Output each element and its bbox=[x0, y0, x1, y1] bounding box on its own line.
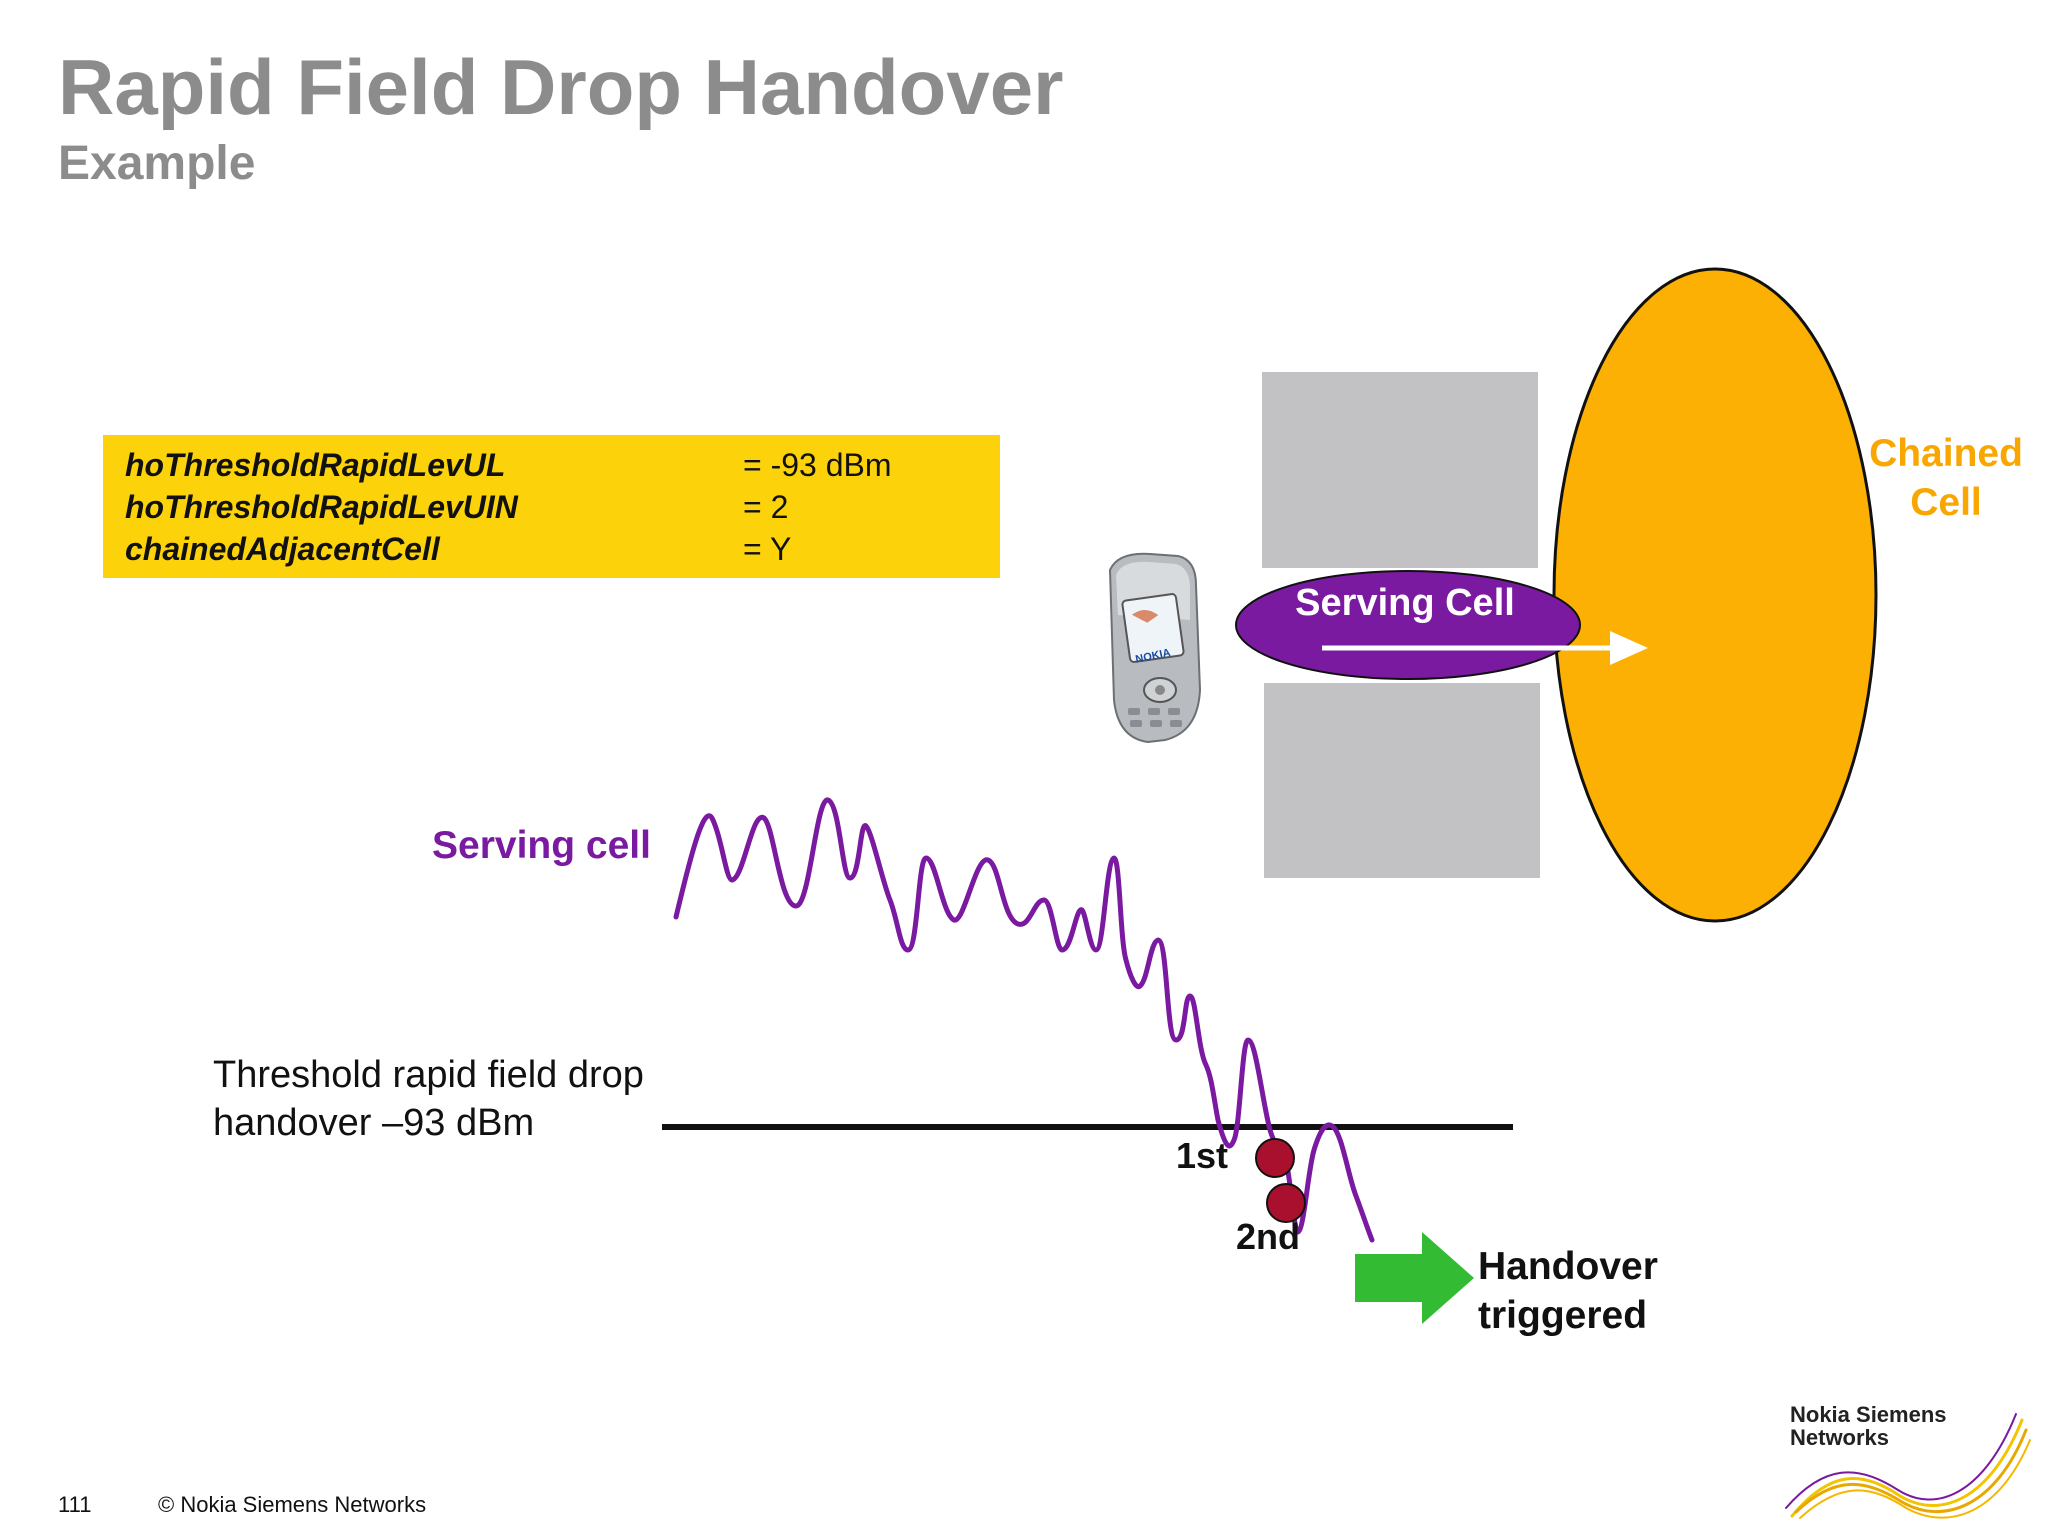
slide-subtitle: Example bbox=[58, 137, 256, 190]
chained-cell-label: Chained Cell bbox=[1848, 430, 2044, 528]
direction-arrow bbox=[1322, 631, 1648, 665]
serving-cell-ellipse bbox=[1235, 570, 1581, 680]
param-value: = 2 bbox=[743, 489, 789, 525]
copyright: © Nokia Siemens Networks bbox=[158, 1492, 427, 1517]
threshold-label-line: handover –93 dBm bbox=[213, 1101, 535, 1144]
slide-title: Rapid Field Drop Handover bbox=[58, 43, 1064, 131]
handover-label-line: Handover bbox=[1478, 1245, 1658, 1288]
serving-cell-ellipse-label: Serving Cell bbox=[1295, 582, 1515, 624]
param-name: chainedAdjacentCell bbox=[125, 531, 440, 567]
company-logo: Nokia Siemens Networks bbox=[1790, 1403, 1947, 1449]
second-sample-label: 2nd bbox=[1236, 1216, 1301, 1257]
param-value: = Y bbox=[743, 531, 792, 567]
serving-cell-signal-trace bbox=[673, 797, 1375, 1243]
page-number: 111 bbox=[58, 1492, 92, 1517]
param-name: hoThresholdRapidLevUIN bbox=[125, 489, 518, 525]
first-sample-marker bbox=[1255, 1138, 1295, 1178]
parameter-box: hoThresholdRapidLevUL = -93 dBm hoThresh… bbox=[103, 435, 1000, 578]
threshold-label: Threshold rapid field drop handover –93 … bbox=[213, 1052, 644, 1147]
chained-cell-label-line: Chained bbox=[1869, 432, 2023, 475]
handover-triggered-label: Handover triggered bbox=[1478, 1243, 1658, 1341]
threshold-label-line: Threshold rapid field drop bbox=[213, 1054, 644, 1096]
building-bottom bbox=[1264, 683, 1540, 878]
chained-cell-ellipse bbox=[1552, 267, 1878, 923]
param-name: hoThresholdRapidLevUL bbox=[125, 447, 506, 483]
logo-text-line: Networks bbox=[1790, 1425, 1890, 1451]
param-value: = -93 dBm bbox=[743, 447, 892, 483]
logo-text-line: Nokia Siemens bbox=[1790, 1402, 1947, 1427]
mobile-phone-icon: NOKIA bbox=[1108, 552, 1202, 744]
building-top bbox=[1262, 372, 1538, 568]
logo-swoosh-icon bbox=[1785, 1413, 2031, 1519]
chained-cell-label-line: Cell bbox=[1910, 480, 1982, 524]
serving-cell-signal-label: Serving cell bbox=[432, 824, 651, 867]
handover-label-line: triggered bbox=[1478, 1293, 1648, 1337]
handover-arrow bbox=[1355, 1232, 1474, 1324]
first-sample-label: 1st bbox=[1176, 1135, 1229, 1176]
second-sample-marker bbox=[1266, 1183, 1306, 1223]
